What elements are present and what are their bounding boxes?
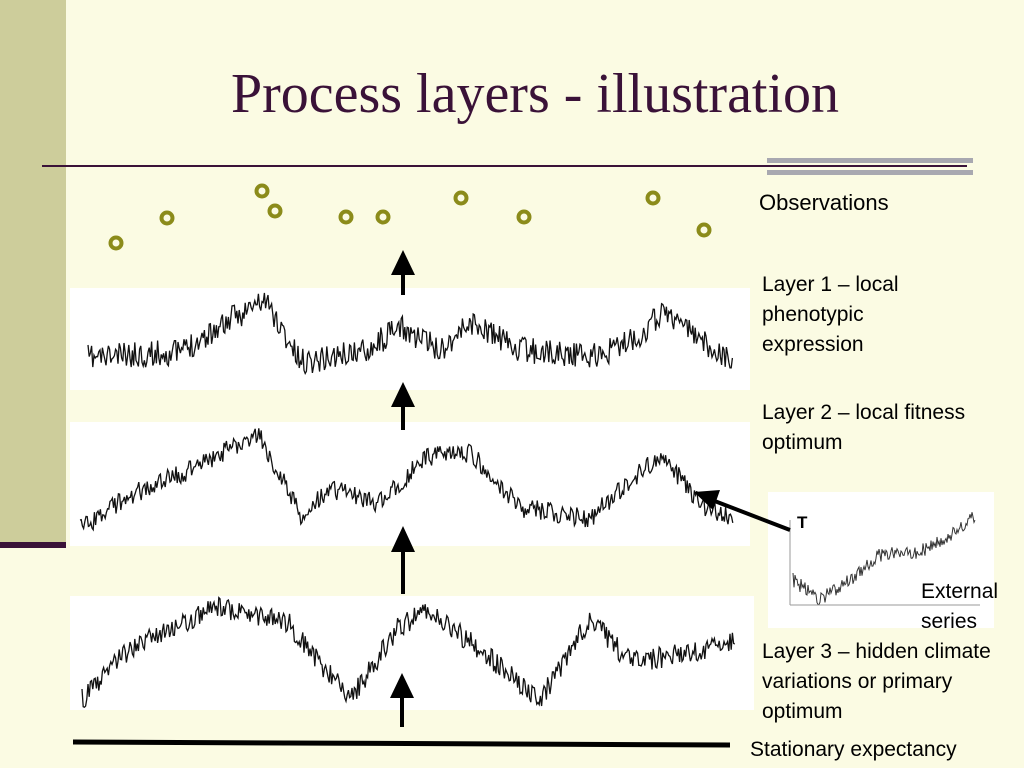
up-arrow-icon bbox=[390, 673, 414, 727]
up-arrow-icon bbox=[391, 382, 415, 430]
slide-title: Process layers - illustration bbox=[230, 63, 840, 125]
observation-circle-icon bbox=[338, 209, 354, 225]
decorative-bar-bottom bbox=[767, 170, 973, 175]
layer2-series-line bbox=[79, 428, 734, 532]
observation-circle-icon bbox=[375, 209, 391, 225]
up-arrow-icon bbox=[391, 250, 415, 295]
left-accent-rule bbox=[0, 542, 66, 548]
observation-markers bbox=[108, 183, 712, 251]
observation-circle-icon bbox=[645, 190, 661, 206]
layer3-panel bbox=[70, 596, 754, 710]
observations-label: Observations bbox=[759, 190, 889, 215]
up-arrow-icon bbox=[391, 526, 415, 594]
left-accent-band bbox=[0, 0, 66, 548]
up-arrows bbox=[390, 250, 415, 727]
layer1-label: Layer 1 – local phenotypic expression bbox=[762, 273, 899, 356]
observation-circle-icon bbox=[254, 183, 270, 199]
stationary-expectancy-label: Stationary expectancy bbox=[750, 738, 957, 761]
observation-circle-icon bbox=[516, 209, 532, 225]
observation-circle-icon bbox=[696, 222, 712, 238]
title-divider bbox=[42, 165, 967, 167]
stationary-expectancy-line bbox=[72, 739, 731, 748]
external-series-label: External series bbox=[921, 580, 999, 633]
observation-circle-icon bbox=[108, 235, 124, 251]
observation-circle-icon bbox=[159, 210, 175, 226]
external-series-name: T bbox=[797, 513, 808, 532]
pointer-arrow-icon bbox=[694, 490, 791, 532]
layer3-series-line bbox=[81, 596, 736, 708]
decorative-bar-top bbox=[767, 158, 973, 163]
external-series-line bbox=[792, 512, 976, 605]
external-series-axes bbox=[789, 520, 980, 606]
observation-circle-icon bbox=[453, 190, 469, 206]
observation-circle-icon bbox=[267, 203, 283, 219]
layer2-label: Layer 2 – local fitness optimum bbox=[762, 401, 966, 454]
layer1-series-line bbox=[87, 292, 734, 376]
layer3-label: Layer 3 – hidden climate variations or p… bbox=[762, 640, 991, 723]
